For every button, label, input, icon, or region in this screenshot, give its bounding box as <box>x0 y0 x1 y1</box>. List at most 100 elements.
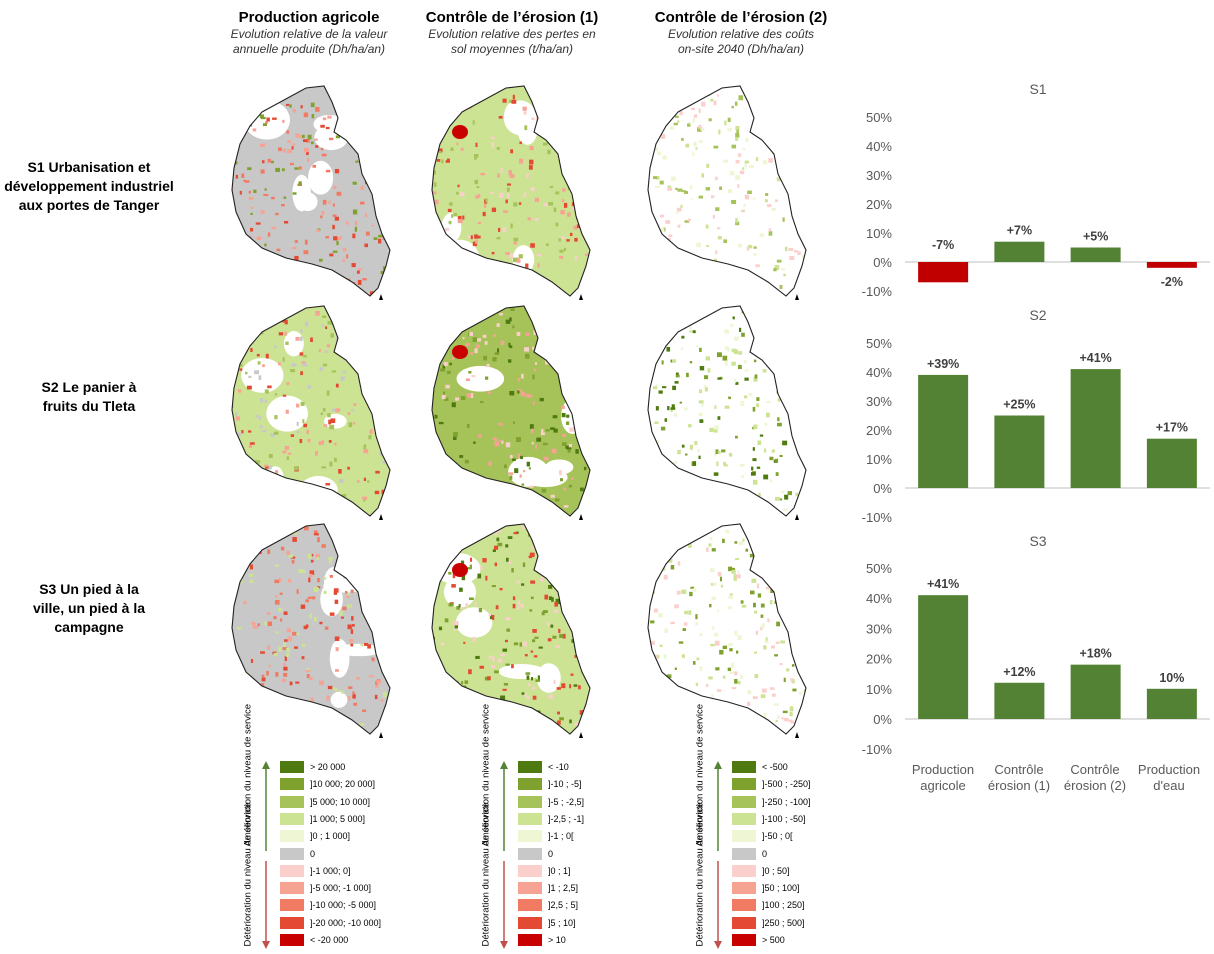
legend-swatch <box>518 761 542 773</box>
legend-swatch <box>518 899 542 912</box>
legend-label: < -500 <box>762 762 788 772</box>
y-tick-label: 20% <box>866 423 892 438</box>
y-tick-label: -10% <box>862 284 893 299</box>
y-tick-label: -10% <box>862 742 893 757</box>
bar <box>1146 262 1197 268</box>
legend-swatch <box>518 864 542 877</box>
bar <box>994 241 1045 262</box>
x-category-label: Production agricole <box>911 762 975 793</box>
column-title: Contrôle de l’érosion (2) <box>654 9 828 26</box>
legend-swatch <box>280 761 304 773</box>
legend-swatch <box>280 830 304 843</box>
legend-swatch <box>732 761 756 773</box>
bar-value-label: +41% <box>927 577 959 591</box>
legend-label: 0 <box>762 848 768 859</box>
legend-arrows <box>500 761 508 949</box>
legend-label: ]5 000; 10 000] <box>310 796 371 807</box>
legend-swatch <box>518 847 542 860</box>
legend-swatch <box>280 847 304 860</box>
legend-swatch <box>518 830 542 843</box>
legend-label: ]-50 ; 0[ <box>762 831 793 842</box>
legend-label: ]-1 ; 0[ <box>548 831 574 842</box>
watershed-map <box>231 523 391 738</box>
bar-value-label: +25% <box>1003 398 1035 412</box>
column-header-erosion-2: Contrôle de l’érosion (2) Evolution rela… <box>636 8 846 57</box>
bar-value-label: +5% <box>1083 230 1108 244</box>
legend-arrows <box>262 761 270 949</box>
legend-label: ]-100 ; -50] <box>762 813 806 824</box>
chart-title: S3 <box>1029 533 1046 549</box>
legend-swatch <box>732 812 756 825</box>
bar-value-label: -2% <box>1161 275 1183 289</box>
legend-label: ]0 ; 1 000] <box>310 831 351 842</box>
x-category-label: Contrôle érosion (1) <box>987 762 1051 793</box>
legend-label: ]1 ; 2,5] <box>548 883 579 894</box>
y-tick-label: 30% <box>866 394 892 409</box>
legend-swatch <box>280 812 304 825</box>
legend-swatch <box>732 882 756 895</box>
x-category-label: Production d'eau <box>1137 762 1201 793</box>
legend-label: ]-20 000; -10 000] <box>310 917 382 928</box>
legend-label: ]50 ; 100] <box>762 883 800 894</box>
bar-value-label: 10% <box>1159 671 1184 685</box>
y-tick-label: 0% <box>873 712 892 727</box>
bar-value-label: -7% <box>932 238 954 252</box>
row-label-s2: S2 Le panier à fruits du Tleta <box>41 379 137 414</box>
watershed-map <box>647 305 807 520</box>
bar <box>918 262 969 283</box>
column-title: Contrôle de l’érosion (1) <box>425 9 599 26</box>
legend-label: ]-10 000; -5 000] <box>310 900 377 911</box>
legend-label: ]100 ; 250] <box>762 900 805 911</box>
bar-value-label: +17% <box>1156 421 1188 435</box>
legend-label: < -10 <box>548 762 569 772</box>
bar <box>918 374 969 488</box>
legend-label: ]0 ; 50] <box>762 865 790 876</box>
legend-swatch <box>280 795 304 808</box>
legend-swatch <box>518 812 542 825</box>
bar-value-label: +7% <box>1007 224 1032 238</box>
legend-swatch <box>518 795 542 808</box>
legend-swatch <box>518 778 542 791</box>
legend-swatch <box>732 847 756 860</box>
legend-label: > 20 000 <box>310 762 346 772</box>
legend-label: ]5 ; 10] <box>548 917 576 928</box>
y-tick-label: 10% <box>866 452 892 467</box>
legend-swatch <box>280 882 304 895</box>
y-tick-label: 40% <box>866 591 892 606</box>
legend-label: ]2,5 ; 5] <box>548 900 579 911</box>
y-tick-label: 10% <box>866 226 892 241</box>
x-category-label: Contrôle érosion (2) <box>1063 762 1127 793</box>
legend-swatch <box>280 778 304 791</box>
column-subtitle: Evolution relative de la valeur annuelle… <box>230 27 388 56</box>
legend-swatch <box>732 899 756 912</box>
legend-swatch <box>280 916 304 929</box>
legend-label: ]1 000; 5 000] <box>310 813 366 824</box>
y-tick-label: 0% <box>873 481 892 496</box>
legend-label: ]-2,5 ; -1] <box>548 813 585 824</box>
y-tick-label: -10% <box>862 510 893 525</box>
y-tick-label: 50% <box>866 561 892 576</box>
legend-swatch <box>732 864 756 877</box>
bar <box>994 682 1045 719</box>
legend-label: ]250 ; 500] <box>762 917 805 928</box>
column-subtitle: Evolution relative des pertes en sol moy… <box>428 27 596 56</box>
y-tick-label: 30% <box>866 168 892 183</box>
column-subtitle: Evolution relative des coûts on-site 204… <box>667 27 815 56</box>
legend-swatch <box>518 916 542 929</box>
legend-swatch <box>280 864 304 877</box>
legend-swatch <box>518 934 542 946</box>
y-tick-label: 20% <box>866 197 892 212</box>
bar <box>1070 664 1121 719</box>
watershed-map <box>231 85 391 300</box>
bar <box>994 415 1045 488</box>
y-tick-label: 0% <box>873 255 892 270</box>
watershed-map <box>431 305 591 520</box>
column-header-erosion-1: Contrôle de l’érosion (1) Evolution rela… <box>412 8 612 57</box>
legend-axis-deterioration: Détérioration du niveau de service <box>242 802 254 947</box>
legend-label: ]-1 000; 0] <box>310 865 351 876</box>
legend-label: ]-500 ; -250] <box>762 779 811 790</box>
watershed-map <box>231 305 391 520</box>
